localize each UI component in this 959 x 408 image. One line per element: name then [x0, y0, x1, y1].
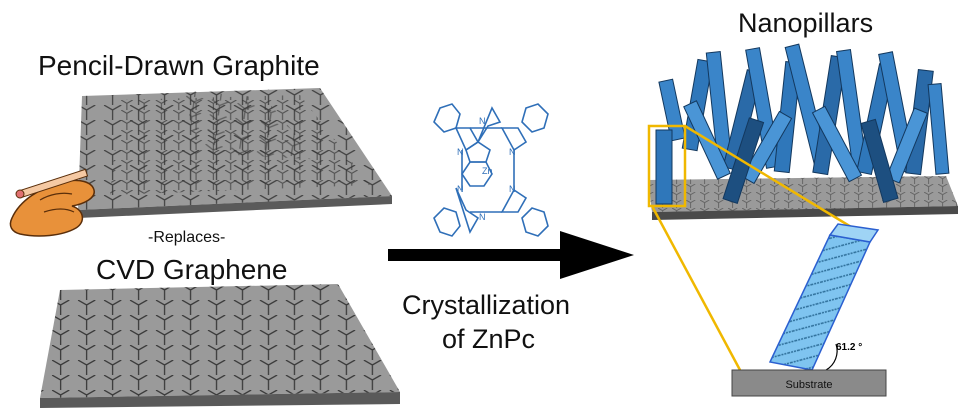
molecule-n-label: N	[509, 184, 516, 194]
cvd-graphene-sheet	[40, 284, 400, 408]
angle-label: 61.2 °	[836, 342, 862, 353]
replaces-label: -Replaces-	[148, 229, 226, 246]
molecule-n-label: N	[479, 212, 486, 222]
molecule-n-label: N	[457, 147, 464, 157]
graphite-sheet	[78, 88, 392, 218]
process-label-line1: Crystallization	[402, 290, 571, 320]
cvd-graphene-title: CVD Graphene	[96, 254, 288, 285]
pencil-graphite-title: Pencil-Drawn Graphite	[38, 50, 320, 81]
znpc-molecule	[433, 103, 549, 237]
magnified-pillar: 61.2 ° Substrate	[731, 223, 887, 397]
nanopillars-title: Nanopillars	[738, 8, 874, 38]
molecule-n-label: N	[457, 184, 464, 194]
substrate-label: Substrate	[785, 379, 832, 391]
molecule-labels: N N N Zn N N N	[457, 116, 516, 222]
hand-with-pencil-icon	[9, 168, 95, 237]
molecule-n-label: N	[479, 116, 486, 126]
zoom-indicator	[647, 124, 867, 371]
molecule-metal-label: Zn	[482, 166, 493, 176]
molecule-n-label: N	[509, 147, 516, 157]
process-arrow	[388, 231, 634, 279]
process-label-line2: of ZnPc	[442, 324, 536, 354]
